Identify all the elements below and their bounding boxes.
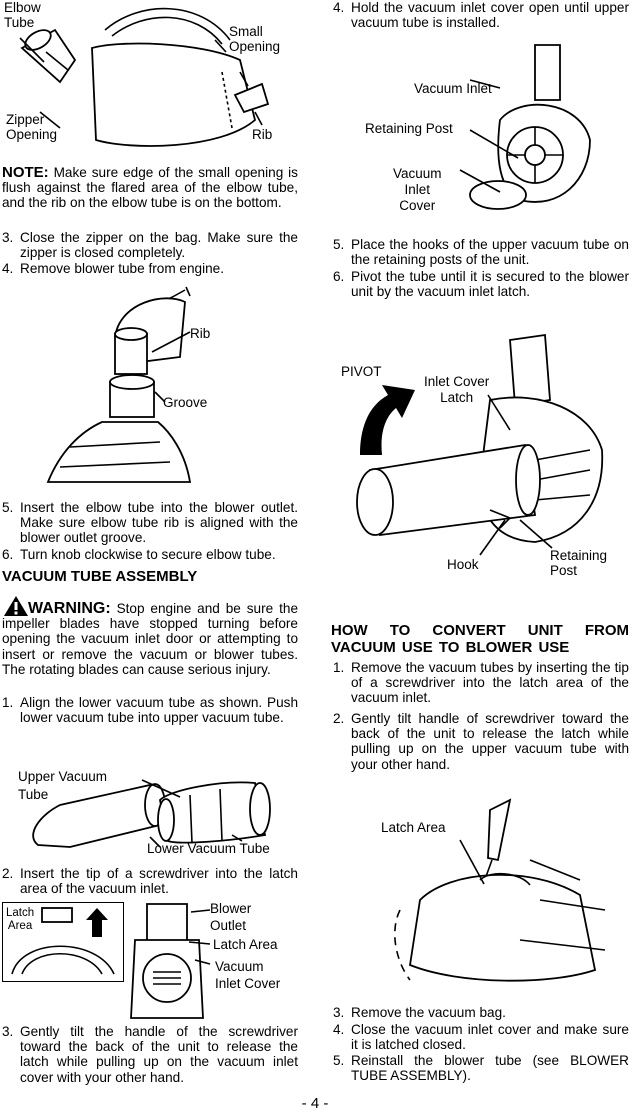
label-latch-area-inset: Latch Area [6, 907, 35, 932]
label-hook: Hook [447, 557, 479, 572]
list-item: 6. Pivot the tube until it is secured to… [333, 269, 629, 299]
label-upper-vacuum-tube: Upper Vacuum Tube [18, 769, 108, 802]
label-zipper-opening: Zipper Opening [6, 112, 58, 142]
page-number: - 4 - [301, 1095, 329, 1112]
item-text: Remove the vacuum bag. [351, 1005, 506, 1020]
list-item: 5. Place the hooks of the upper vacuum t… [333, 237, 629, 267]
item-text: Hold the vacuum inlet cover open until u… [351, 0, 629, 31]
warning-paragraph: WARNING: Stop engine and be sure the imp… [2, 601, 298, 677]
item-number: 1. [2, 695, 14, 710]
label-vacuum-inlet-cover: Vacuum Inlet Cover [393, 166, 442, 213]
list-item: 2. Insert the tip of a screwdriver into … [2, 866, 298, 896]
warning-icon [4, 596, 28, 616]
label-latch-area: Latch Area [213, 937, 278, 952]
item-text: Align the lower vacuum tube as shown. Pu… [20, 695, 298, 726]
item-number: 5. [333, 237, 345, 252]
item-text: Remove the vacuum tubes by inserting the… [351, 660, 629, 706]
list-item: 1. Remove the vacuum tubes by inserting … [333, 660, 629, 706]
warning-text: Stop engine and be sure the impeller bla… [2, 601, 298, 677]
item-number: 5. [2, 500, 14, 515]
item-number: 4. [333, 1022, 345, 1037]
section-heading: HOW TO CONVERT UNIT FROM VACUUM USE TO B… [331, 622, 629, 656]
figure-blower-unit [130, 903, 211, 1019]
list-item: 4. Remove blower tube from engine. [2, 261, 298, 277]
label-rib: Rib [252, 127, 273, 142]
label-retaining-post: Retaining Post [550, 548, 608, 578]
label-rib: Rib [190, 326, 211, 341]
item-number: 4. [2, 261, 14, 276]
item-number: 2. [333, 711, 345, 726]
item-number: 3. [2, 1024, 14, 1039]
item-text: Gently tilt handle of screwdriver toward… [351, 711, 629, 772]
list-item: 1. Align the lower vacuum tube as shown.… [2, 695, 298, 741]
list-item: 6. Turn knob clockwise to secure elbow t… [2, 547, 298, 563]
item-text: Close the vacuum inlet cover and make su… [351, 1022, 629, 1053]
list-item: 3. Gently tilt the handle of the screwdr… [2, 1024, 298, 1086]
list-item: 3. Close the zipper on the bag. Make sur… [2, 230, 298, 260]
figure-vacuum-tubes [32, 779, 271, 848]
item-number: 3. [2, 230, 14, 245]
list-item: 5. Reinstall the blower tube (see BLOWER… [333, 1053, 629, 1083]
item-text: Insert the tip of a screwdriver into the… [20, 866, 298, 897]
item-text: Insert the elbow tube into the blower ou… [20, 500, 298, 546]
item-text: Gently tilt the handle of the screwdrive… [20, 1024, 298, 1085]
item-text: Remove blower tube from engine. [20, 261, 225, 276]
warning-label: WARNING: [28, 600, 111, 617]
label-pivot: PIVOT [341, 364, 382, 379]
item-text: Place the hooks of the upper vacuum tube… [351, 237, 629, 268]
list-item: 4. Close the vacuum inlet cover and make… [333, 1022, 629, 1052]
figure-latch-screwdriver [394, 798, 606, 982]
list-item: 5. Insert the elbow tube into the blower… [2, 500, 298, 546]
label-small-opening: Small Opening [229, 24, 281, 54]
figure-vacuum-inlet [459, 44, 591, 210]
label-elbow-tube: Elbow Tube [4, 0, 41, 30]
label-inlet-cover-latch: Inlet Cover Latch [424, 374, 490, 405]
label-vacuum-inlet: Vacuum Inlet [414, 81, 492, 96]
item-text: Reinstall the blower tube (see BLOWER TU… [351, 1053, 629, 1084]
item-number: 6. [333, 269, 345, 284]
label-blower-outlet: Blower Outlet [210, 901, 252, 933]
figure-pivot-tube [356, 333, 604, 556]
figure-vacuum-bag [19, 7, 270, 147]
note-text: Make sure edge of the small opening is f… [2, 165, 298, 211]
item-number: 4. [333, 0, 345, 15]
item-number: 5. [333, 1053, 345, 1068]
label-groove: Groove [163, 395, 208, 410]
list-item: 2. Gently tilt handle of screwdriver tow… [333, 711, 629, 773]
label-vacuum-inlet-cover: Vacuum Inlet Cover [215, 959, 281, 991]
item-number: 2. [2, 866, 14, 881]
latch-area-inset [2, 902, 124, 982]
label-retaining-post: Retaining Post [365, 121, 453, 136]
note-label: NOTE: [2, 164, 49, 181]
list-item: 4. Hold the vacuum inlet cover open unti… [333, 0, 629, 30]
item-number: 6. [2, 547, 14, 562]
section-heading: VACUUM TUBE ASSEMBLY [2, 568, 198, 585]
figure-latch-inset [11, 907, 115, 975]
item-text: Pivot the tube until it is secured to th… [351, 269, 629, 300]
item-number: 3. [333, 1005, 345, 1020]
note-paragraph: NOTE: Make sure edge of the small openin… [2, 165, 298, 211]
label-lower-vacuum-tube: Lower Vacuum Tube [147, 841, 270, 856]
item-number: 1. [333, 660, 345, 675]
item-text: Turn knob clockwise to secure elbow tube… [20, 547, 276, 562]
figure-elbow-tube-insert [46, 286, 192, 483]
label-latch-area: Latch Area [381, 820, 446, 835]
list-item: 3. Remove the vacuum bag. [333, 1005, 629, 1021]
item-text: Close the zipper on the bag. Make sure t… [20, 230, 298, 261]
